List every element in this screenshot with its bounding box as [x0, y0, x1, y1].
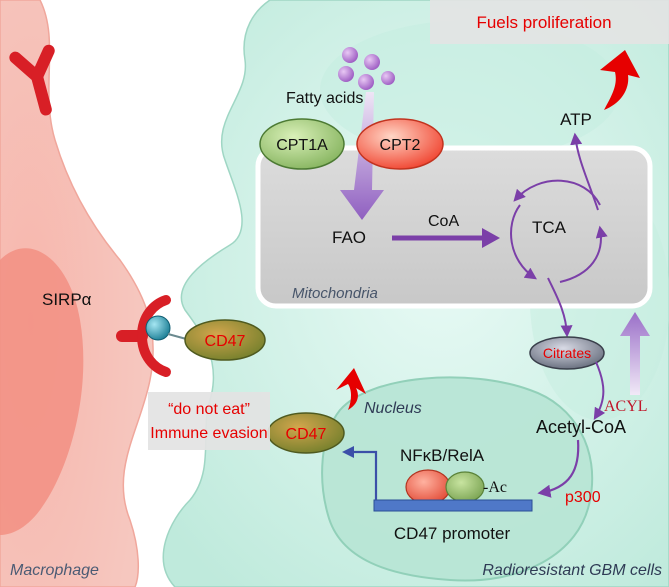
tca-to-citrates-arrow [547, 277, 573, 338]
acetyl-coa-label: Acetyl-CoA [536, 417, 626, 437]
tca-cycle-right [559, 225, 608, 283]
fatty-acids-label: Fatty acids [286, 90, 363, 107]
tca-label: TCA [532, 218, 567, 237]
fao-label: FAO [332, 228, 366, 247]
fatty-acid-dots [338, 47, 395, 90]
immune-evasion-box [148, 392, 270, 450]
immune-evasion-line2: Immune evasion [150, 425, 267, 442]
cd47-expressed-label: CD47 [286, 426, 327, 443]
sirpa-binding-domain [145, 315, 171, 341]
coa-label: CoA [428, 213, 459, 230]
sirpa-label: SIRPα [42, 290, 92, 309]
cpt2-label: CPT2 [380, 137, 421, 154]
nucleus-label: Nucleus [364, 400, 422, 417]
proliferation-arrow [600, 50, 640, 110]
promoter-to-cd47-arrowhead [342, 446, 354, 458]
acyl-label: ACYL [604, 398, 648, 415]
relA-subunit-green [445, 471, 485, 503]
immune-evasion-line1: “do not eat” [168, 401, 250, 418]
acetyl-mark-label: -Ac [483, 479, 507, 496]
promoter-to-cd47-arrow [352, 450, 378, 500]
macrophage-label: Macrophage [10, 562, 99, 579]
atp-label: ATP [560, 110, 592, 129]
cd47-membrane-label: CD47 [205, 333, 246, 350]
citrates-to-acetylcoa-arrow [593, 361, 606, 421]
cd47-promoter-label: CD47 promoter [394, 524, 511, 543]
sirpa-receptor [116, 295, 171, 377]
macrophage-receptor-top [9, 44, 55, 116]
cpt2-protein [356, 118, 444, 170]
acetylcoa-to-p300-arrow [537, 439, 580, 498]
cd47-upregulation-arrow [336, 368, 366, 410]
fao-to-tca-arrowhead [482, 228, 500, 248]
gbm-cells-label: Radioresistant GBM cells [482, 562, 662, 579]
cd47-promoter-bar [373, 499, 533, 512]
tca-to-atp-arrow [570, 132, 599, 211]
p300-label: p300 [565, 489, 601, 506]
nfkb-label: NFκB/RelA [400, 446, 485, 465]
cd47-membrane [184, 319, 266, 361]
citrates-node [529, 336, 605, 370]
cpt1a-label: CPT1A [276, 137, 328, 154]
fuels-box [430, 0, 669, 44]
fuels-label: Fuels proliferation [476, 13, 611, 32]
macrophage-nucleus [0, 248, 84, 536]
nfkb-subunit-red [405, 469, 451, 505]
citrate-export-arrow [620, 312, 650, 395]
tca-cycle-left [510, 204, 537, 280]
cpt1a-protein [259, 118, 345, 170]
mitochondria-label: Mitochondria [292, 285, 378, 302]
citrates-label: Citrates [543, 345, 591, 361]
